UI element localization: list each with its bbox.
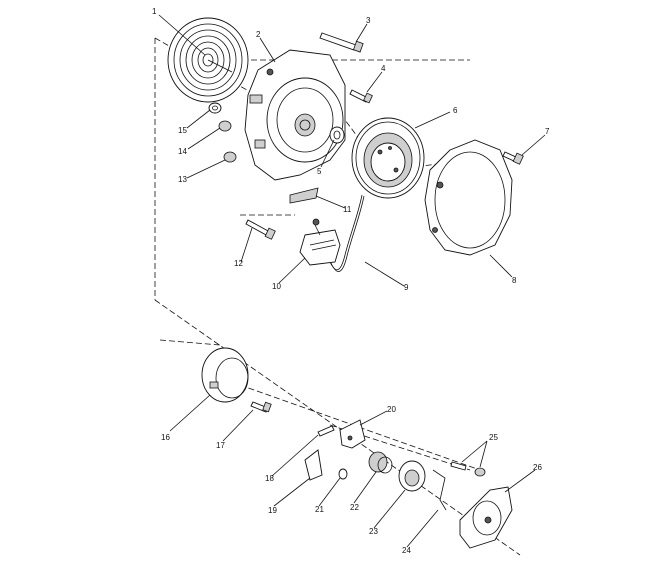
part-cup — [398, 460, 426, 492]
callout-13: 13 — [178, 175, 187, 184]
part-handle-insert — [289, 187, 319, 204]
part-rope — [329, 194, 365, 272]
part-bracket — [304, 449, 323, 481]
part-nut-14 — [218, 120, 232, 132]
part-washer-5 — [329, 126, 345, 144]
callout-2: 2 — [256, 30, 261, 39]
part-bushing — [368, 451, 393, 474]
callout-25: 25 — [489, 433, 498, 442]
callout-6: 6 — [453, 106, 458, 115]
part-plate — [459, 486, 513, 549]
callout-23: 23 — [369, 527, 378, 536]
callout-15: 15 — [178, 126, 187, 135]
part-ring — [201, 347, 249, 403]
part-cover — [424, 139, 513, 256]
part-bolt-3 — [319, 32, 364, 53]
part-nut-13 — [223, 151, 237, 163]
part-clip — [338, 468, 348, 480]
callout-22: 22 — [350, 503, 359, 512]
callout-20: 20 — [387, 405, 396, 414]
callout-19: 19 — [268, 506, 277, 515]
part-pulley — [351, 117, 425, 199]
callout-9: 9 — [404, 283, 409, 292]
part-pawl — [339, 419, 366, 449]
callout-16: 16 — [161, 433, 170, 442]
part-bolt-7 — [502, 151, 524, 165]
callout-14: 14 — [178, 147, 187, 156]
part-handle — [299, 218, 341, 266]
callout-11: 11 — [343, 205, 352, 214]
callout-labels: 1 2 3 4 5 6 7 8 9 10 11 12 13 14 15 16 1… — [152, 7, 550, 555]
part-bolt-12 — [245, 219, 276, 240]
leader-lines — [158, 14, 546, 548]
part-bolt-4 — [349, 89, 373, 104]
callout-12: 12 — [234, 259, 243, 268]
callout-1: 1 — [152, 7, 157, 16]
callout-21: 21 — [315, 505, 324, 514]
callout-18: 18 — [265, 474, 274, 483]
callout-10: 10 — [272, 282, 281, 291]
callout-26: 26 — [533, 463, 542, 472]
part-starter-housing — [244, 49, 346, 181]
callout-4: 4 — [381, 64, 386, 73]
part-bolt-17 — [250, 401, 272, 413]
part-wire-spring — [432, 469, 447, 511]
part-recoil-spring — [167, 17, 249, 103]
part-screw-25 — [450, 461, 486, 477]
callout-24: 24 — [402, 546, 411, 555]
part-spring-pin — [317, 425, 335, 437]
callout-5: 5 — [317, 167, 322, 176]
callout-8: 8 — [512, 276, 517, 285]
callout-17: 17 — [216, 441, 225, 450]
callout-3: 3 — [366, 16, 371, 25]
callout-7: 7 — [545, 127, 550, 136]
part-washer-15 — [208, 102, 222, 114]
